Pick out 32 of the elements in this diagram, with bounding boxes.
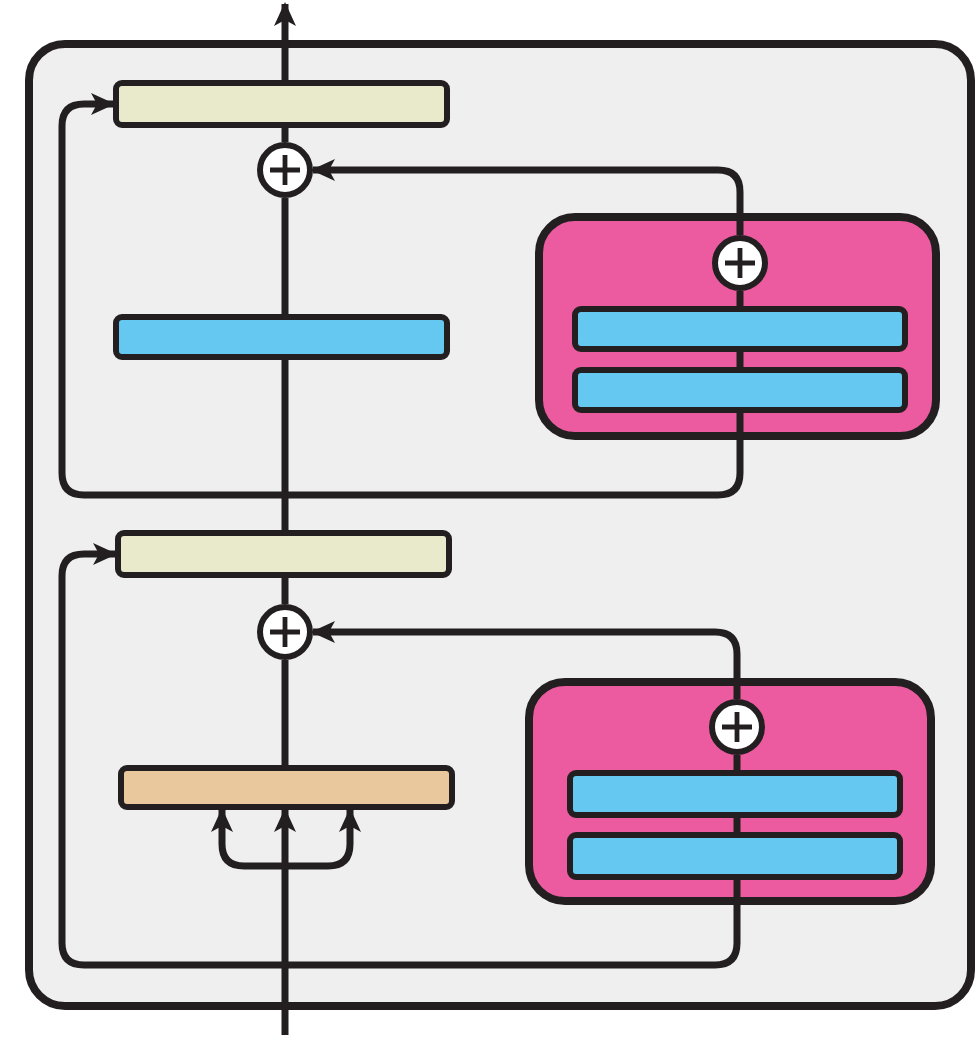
connector-line <box>281 578 289 604</box>
connector-line <box>281 128 289 142</box>
arrow <box>285 808 361 870</box>
layer-bar <box>572 367 908 413</box>
connector-line <box>736 352 744 367</box>
add-circle <box>257 604 313 660</box>
arrow <box>58 543 741 969</box>
block-panel <box>535 213 940 440</box>
arrow <box>211 808 285 870</box>
connector-line <box>733 818 741 832</box>
connector-line <box>736 291 744 306</box>
arrow <box>274 808 296 1035</box>
connector-line <box>281 198 289 314</box>
arrow <box>58 93 744 499</box>
arrow <box>311 159 744 235</box>
arrow <box>274 2 296 80</box>
block-panel <box>25 40 975 1010</box>
layer-bar <box>118 765 455 810</box>
layer-bar <box>115 530 452 578</box>
add-circle <box>257 142 313 198</box>
layer-bar <box>113 314 450 360</box>
arrow <box>311 621 741 699</box>
layer-bar <box>572 306 908 352</box>
connector-line <box>733 755 741 770</box>
layer-bar <box>567 770 903 818</box>
add-circle <box>709 699 765 755</box>
connector-line <box>281 360 289 530</box>
layer-bar <box>113 80 450 128</box>
connector-line <box>281 660 289 765</box>
block-panel <box>525 678 935 905</box>
add-circle <box>712 235 768 291</box>
layer-bar <box>567 832 903 880</box>
